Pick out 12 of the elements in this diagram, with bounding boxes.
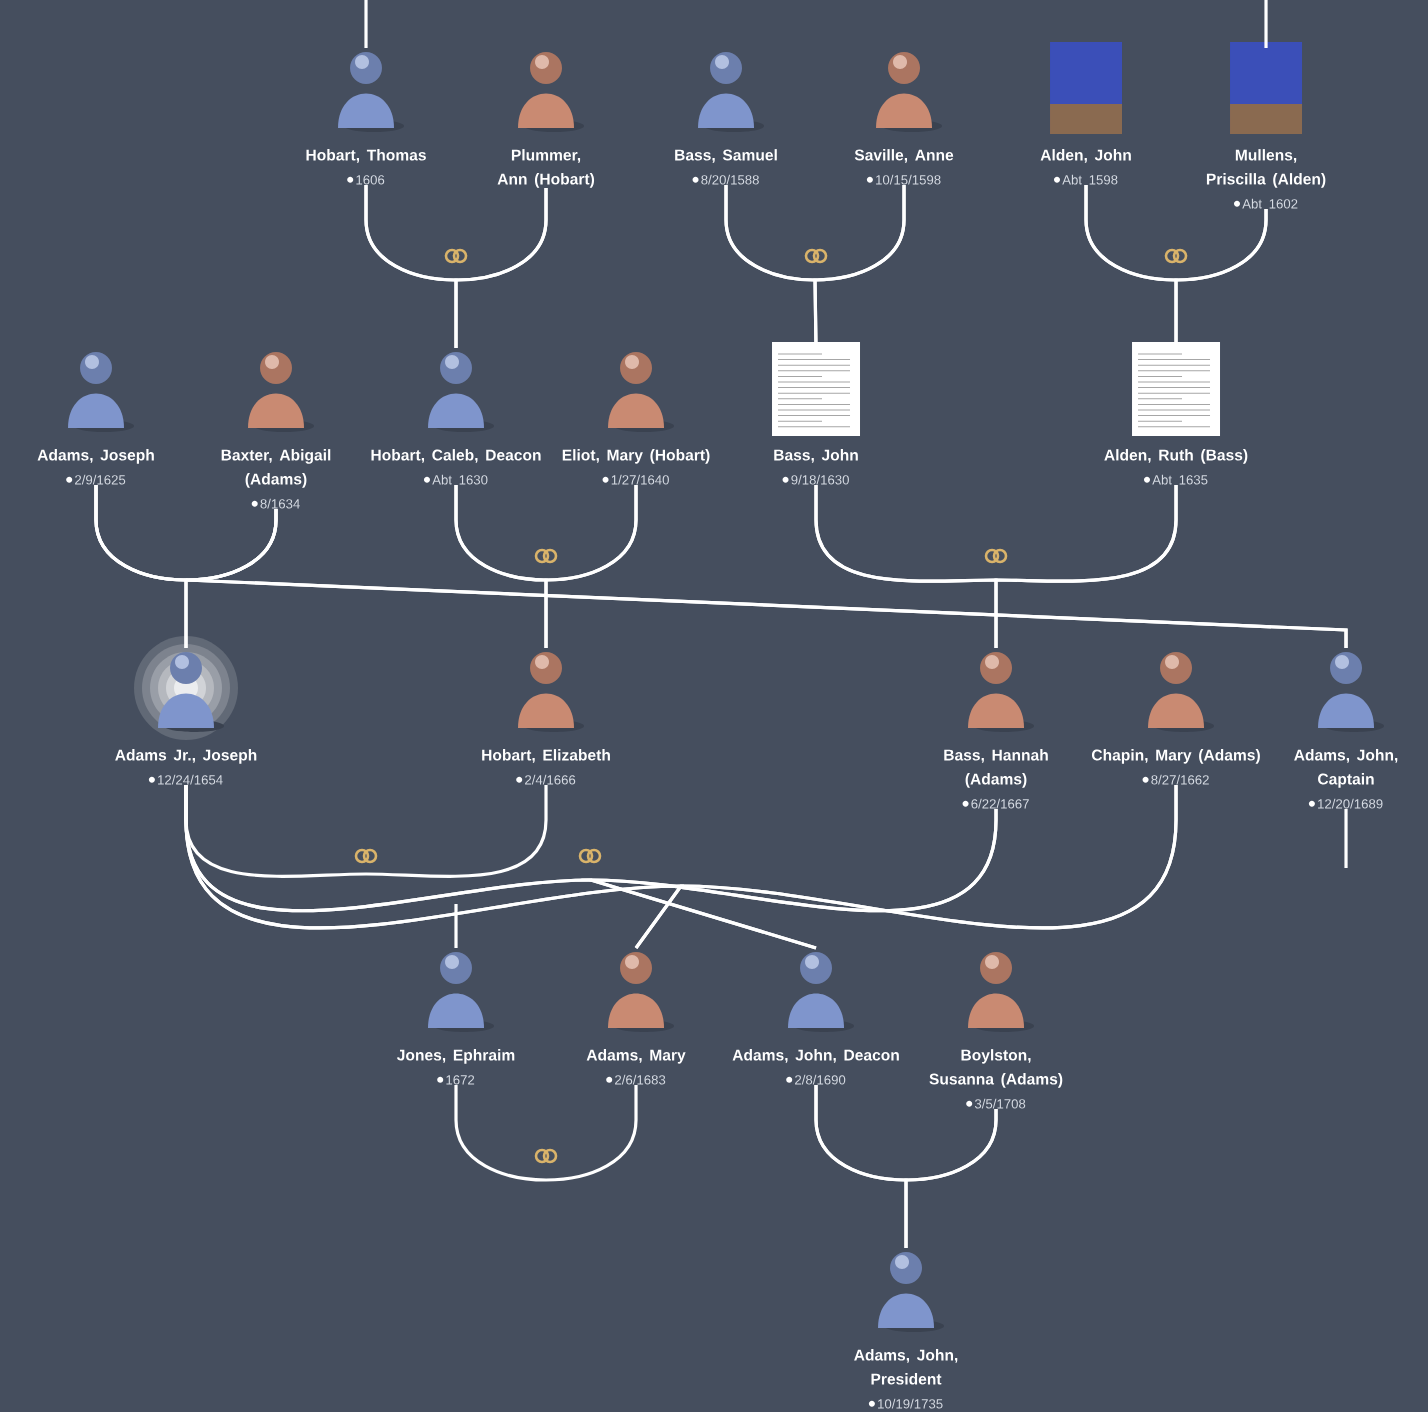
descent-line <box>544 484 638 648</box>
connector-stub <box>364 0 368 48</box>
marriage-bracket <box>454 1084 638 1182</box>
connector-stub <box>454 904 458 948</box>
connector-stub <box>1344 808 1348 868</box>
descent-line <box>184 508 1348 648</box>
descent-line <box>904 1108 998 1248</box>
descent-line <box>994 484 1178 648</box>
marriage-bracket <box>184 784 548 878</box>
descent-line <box>1174 208 1268 348</box>
connector-stub <box>1264 0 1268 48</box>
descent-line <box>454 188 548 348</box>
